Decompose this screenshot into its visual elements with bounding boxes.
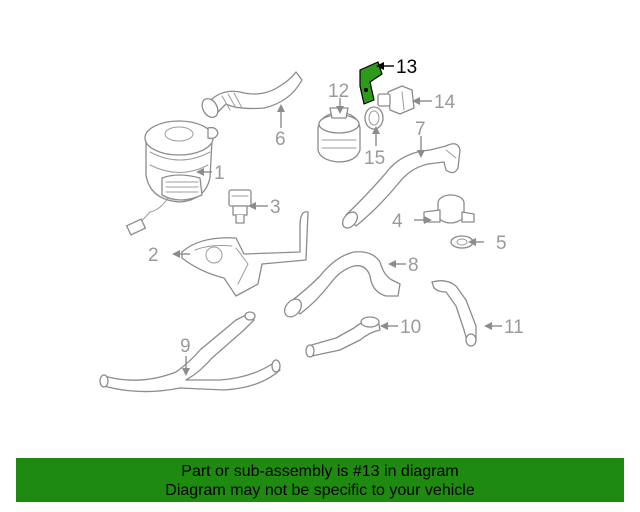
elbow-pipe[interactable] — [305, 316, 381, 358]
air-valve[interactable] — [317, 107, 361, 163]
banner-line-disclaimer: Diagram may not be specific to your vehi… — [165, 482, 475, 499]
callout-15: 15 — [364, 148, 385, 169]
callout-6: 6 — [275, 129, 286, 150]
leader-lines — [172, 62, 502, 376]
callout-10: 10 — [400, 317, 421, 338]
info-banner: Part or sub-assembly is #13 in diagram D… — [16, 458, 624, 502]
intake-hose[interactable] — [199, 71, 303, 120]
air-hose[interactable] — [340, 143, 461, 231]
highlighted-bracket[interactable] — [359, 61, 383, 105]
sensor[interactable] — [228, 189, 252, 224]
callout-4: 4 — [392, 211, 403, 232]
bracket[interactable] — [181, 211, 309, 297]
callout-3: 3 — [270, 197, 281, 218]
connector-hose[interactable] — [281, 251, 401, 320]
callout-2: 2 — [148, 245, 159, 266]
callout-5: 5 — [496, 233, 507, 254]
callout-9: 9 — [180, 336, 191, 357]
air-pipe[interactable] — [431, 280, 477, 347]
check-valve[interactable] — [423, 194, 475, 224]
callout-11: 11 — [504, 317, 524, 338]
y-pipe[interactable] — [99, 311, 281, 393]
seal-ring[interactable] — [364, 106, 384, 130]
callout-12: 12 — [328, 81, 349, 102]
air-pump[interactable] — [125, 120, 219, 236]
callout-13: 13 — [396, 57, 417, 78]
solenoid-valve[interactable] — [377, 85, 415, 115]
callout-14: 14 — [434, 92, 456, 113]
callout-8: 8 — [408, 255, 419, 276]
banner-line-part: Part or sub-assembly is #13 in diagram — [181, 463, 459, 480]
parts-diagram: 1 2 3 4 5 6 7 8 9 10 11 12 13 14 15 — [99, 57, 524, 393]
callout-1: 1 — [214, 163, 225, 184]
callout-7: 7 — [415, 119, 426, 140]
